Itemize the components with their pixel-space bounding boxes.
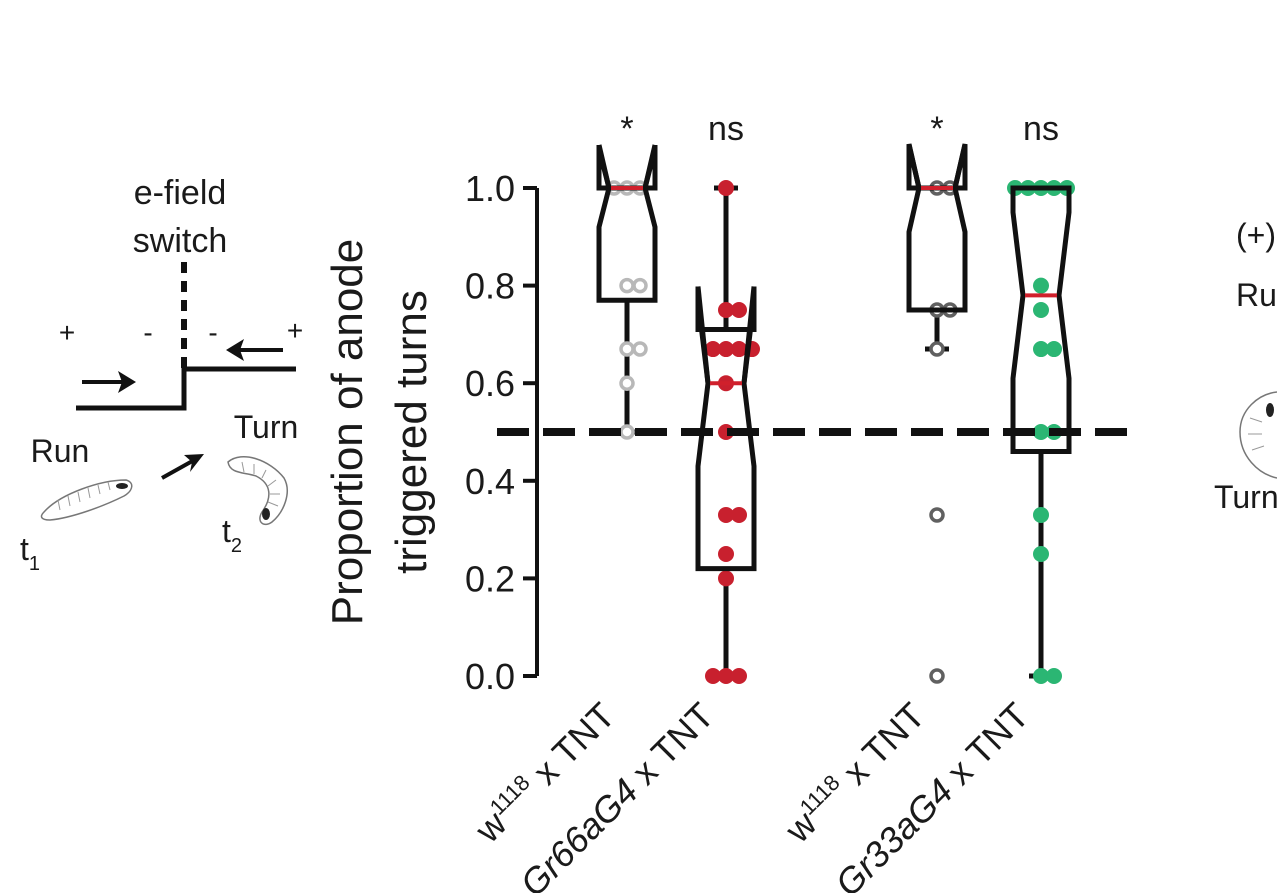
- y-tick-label: 0.8: [465, 266, 515, 307]
- data-point: [619, 277, 635, 294]
- t1-subscript: 1: [29, 553, 40, 575]
- data-point: [619, 375, 635, 391]
- data-point: [619, 341, 635, 357]
- significance-label: ns: [708, 110, 744, 148]
- data-point: [1033, 302, 1049, 318]
- notch-horn-left-edge: [596, 144, 612, 189]
- data-point: [1046, 668, 1062, 684]
- y-tick-label: 0.2: [465, 558, 515, 599]
- t2-subscript: 2: [231, 535, 242, 557]
- larva-fragment-icon: [1239, 391, 1277, 479]
- arrow-diagonal-icon: [161, 454, 204, 480]
- larva-run-icon: [40, 479, 133, 521]
- data-point: [718, 341, 734, 358]
- box-group-3: *: [906, 110, 968, 684]
- box-plot: Proportion of anode triggered turns 0.00…: [323, 110, 1128, 893]
- notch-horn-left-edge: [695, 286, 711, 384]
- data-point: [1033, 277, 1049, 294]
- data-point: [1033, 546, 1049, 562]
- significance-label: *: [620, 110, 633, 148]
- notched-box: [906, 143, 968, 313]
- larva-turn-icon: [227, 456, 288, 526]
- notch-horn-right-edge: [952, 144, 968, 189]
- t1-main: t: [20, 531, 29, 567]
- right-fragment-line1: (+): [1236, 217, 1276, 253]
- t1-label: t1: [20, 531, 40, 575]
- box-group-2: ns: [695, 110, 760, 684]
- y-tick-label: 1.0: [465, 168, 515, 209]
- data-point: [929, 341, 945, 357]
- data-point: [632, 341, 648, 357]
- data-point: [718, 570, 734, 587]
- turn-label: Turn: [234, 409, 299, 445]
- x-label-suffix: x TNT: [932, 695, 1037, 800]
- data-point: [718, 180, 734, 196]
- t2-main: t: [222, 513, 231, 549]
- data-point: [718, 302, 734, 318]
- y-tick-label: 0.4: [465, 461, 515, 502]
- y-tick-label: 0.0: [465, 656, 515, 697]
- y-tick-label: 0.6: [465, 363, 515, 404]
- box-group-1: *: [596, 110, 658, 440]
- significance-label: *: [930, 110, 943, 148]
- data-point: [705, 341, 721, 358]
- x-label-suffix: x TNT: [617, 695, 722, 800]
- y-axis: 0.0 0.2 0.4 0.6 0.8 1.0: [465, 168, 539, 697]
- data-point: [731, 302, 747, 318]
- run-label: Run: [31, 433, 90, 469]
- right-panel-fragment: (+) Ru Turn: [1214, 217, 1277, 515]
- arrow-left-icon: [226, 339, 283, 361]
- sign-right-plus: +: [287, 315, 303, 346]
- data-point: [619, 424, 635, 440]
- data-point: [1033, 668, 1049, 684]
- notched-box: [1010, 185, 1072, 455]
- data-point: [705, 668, 721, 684]
- t2-label: t2: [222, 513, 242, 557]
- data-point: [731, 506, 747, 523]
- box-group-4: ns: [1007, 110, 1075, 684]
- sign-right-minus: -: [208, 317, 217, 348]
- switch-label-line2: switch: [133, 222, 227, 260]
- sign-left-plus: +: [59, 317, 75, 348]
- y-axis-label-line2: triggered turns: [387, 290, 436, 574]
- data-point: [731, 668, 747, 684]
- data-point: [1033, 506, 1049, 523]
- field-step-line: [76, 366, 296, 411]
- data-point: [1033, 424, 1049, 440]
- notch-horn-left-edge: [906, 144, 922, 189]
- data-point: [1033, 341, 1049, 358]
- notch-horn-right-edge: [741, 286, 757, 384]
- switch-label-line1: e-field: [134, 174, 227, 212]
- data-point: [929, 668, 945, 684]
- data-point: [929, 507, 945, 523]
- sign-left-minus: -: [143, 317, 152, 348]
- significance-label: ns: [1023, 110, 1059, 148]
- box-groups: * ns * ns: [596, 110, 1075, 684]
- data-point: [718, 506, 734, 523]
- data-point: [718, 668, 734, 684]
- data-point: [718, 546, 734, 562]
- data-point: [632, 277, 648, 294]
- notch-horn-right-edge: [642, 144, 658, 189]
- arrow-right-icon: [82, 371, 136, 393]
- right-fragment-line3: Turn: [1214, 479, 1277, 515]
- data-point: [1046, 341, 1062, 358]
- x-label-suffix: x TNT: [828, 695, 933, 800]
- y-axis-label-line1: Proportion of anode: [323, 239, 372, 626]
- right-fragment-line2: Ru: [1236, 277, 1277, 313]
- schematic: e-field switch + - - + Run Turn: [20, 174, 303, 575]
- data-point: [731, 341, 747, 358]
